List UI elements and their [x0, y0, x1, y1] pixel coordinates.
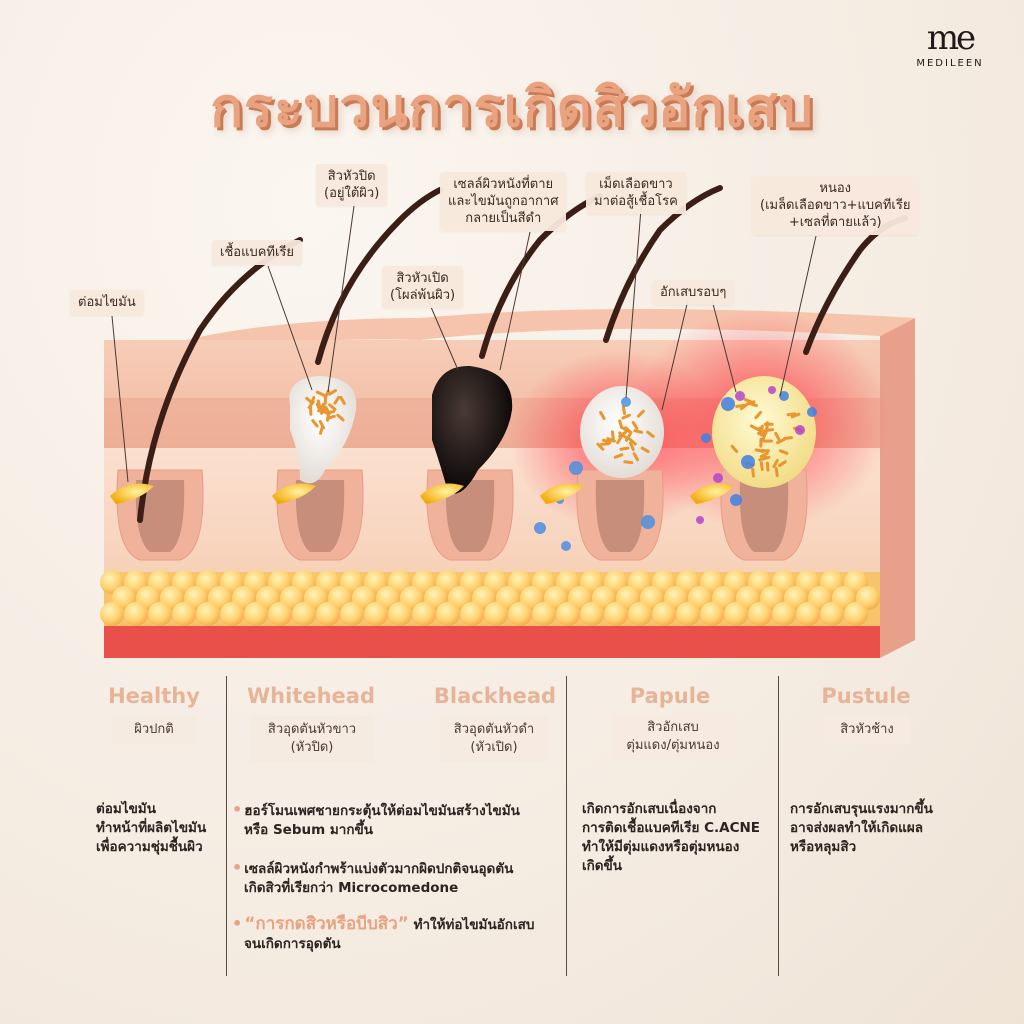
skin-block-side — [880, 318, 915, 658]
stage-healthy-title: Healthy — [94, 684, 214, 708]
fat-cell — [124, 602, 148, 626]
callout-pus: หนอง(เมล็ดเลือดขาว+แบคทีเรีย+เซลที่ตายแล… — [752, 176, 918, 235]
white-blood-cell — [561, 541, 571, 551]
white-blood-cell — [807, 407, 817, 417]
fat-cell — [748, 602, 772, 626]
callout-dead-cells: เซลล์ผิวหนังที่ตายและไขมันถูกอากาศกลายเป… — [440, 172, 566, 231]
fat-cell — [436, 602, 460, 626]
bullet-microcomedone: •เซลล์ผิวหนังกำพร้าแบ่งตัวมากผิดปกติจนอุ… — [232, 858, 562, 898]
divider-3 — [778, 676, 779, 976]
stage-papule-subtitle: สิวอักเสบตุ่มแดง/ตุ่มหนอง — [612, 714, 734, 760]
divider-2 — [566, 676, 567, 976]
callout-bacteria: เชื้อแบคทีเรีย — [212, 240, 302, 265]
skin-diagram — [0, 0, 1024, 680]
fat-cell — [148, 602, 172, 626]
white-blood-cell — [721, 397, 735, 411]
callout-sebaceous-gland: ต่อมไขมัน — [70, 290, 144, 315]
fat-cell — [484, 602, 508, 626]
stage-pustule-subtitle: สิวหัวช้าง — [824, 716, 910, 744]
fat-cell — [844, 602, 868, 626]
stage-blackhead-title: Blackhead — [420, 684, 570, 708]
fat-cell — [100, 602, 124, 626]
white-blood-cell — [730, 494, 742, 506]
fat-cell — [172, 602, 196, 626]
fat-cell — [412, 602, 436, 626]
white-blood-cell — [569, 461, 583, 475]
fat-cells — [100, 570, 880, 626]
white-blood-cell — [534, 522, 546, 534]
fat-cell — [628, 602, 652, 626]
white-blood-cell — [741, 455, 755, 469]
callout-open-comedone: สิวหัวเปิด(โผล่พ้นผิว) — [382, 266, 463, 308]
white-blood-cell — [795, 425, 805, 435]
white-blood-cell — [696, 516, 704, 524]
white-blood-cell — [713, 473, 723, 483]
fat-cell — [220, 602, 244, 626]
divider-1 — [226, 676, 227, 976]
fat-cell — [724, 602, 748, 626]
callout-white-blood-cells: เม็ดเลือดขาวมาต่อสู้เชื้อโรค — [586, 172, 686, 214]
callout-inflammation: อักเสบรอบๆ — [652, 280, 734, 305]
stage-pustule-title: Pustule — [796, 684, 936, 708]
stage-whitehead-subtitle: สิวอุดตันหัวขาว(หัวปิด) — [250, 716, 374, 762]
follicle-bulb-papule — [596, 480, 644, 552]
desc-papule: เกิดการอักเสบเนื่องจาก การติดเชื้อแบคทีเ… — [582, 800, 772, 876]
fat-cell — [652, 602, 676, 626]
stage-healthy-subtitle: ผิวปกติ — [112, 716, 196, 744]
bullet-dot-icon: • — [232, 858, 242, 877]
fat-cell — [460, 602, 484, 626]
fat-cell — [388, 602, 412, 626]
fat-cell — [676, 602, 700, 626]
fat-cell — [580, 602, 604, 626]
white-blood-cell — [735, 391, 745, 401]
bullet-dot-icon: • — [232, 800, 242, 819]
white-blood-cell — [701, 433, 711, 443]
fat-cell — [196, 602, 220, 626]
fat-cell — [820, 602, 844, 626]
fat-cell — [244, 602, 268, 626]
muscle-layer — [104, 626, 880, 658]
bacterium — [763, 439, 773, 442]
stage-blackhead-subtitle: สิวอุดตันหัวดำ(หัวเปิด) — [440, 716, 548, 762]
stage-papule-title: Papule — [600, 684, 740, 708]
bullet-dot-icon: • — [232, 914, 242, 933]
fat-cell — [796, 602, 820, 626]
fat-cell — [604, 602, 628, 626]
desc-pustule: การอักเสบรุนแรงมากขึ้น อาจส่งผลทำให้เกิด… — [790, 800, 990, 857]
white-blood-cell — [641, 515, 655, 529]
fat-cell — [316, 602, 340, 626]
bullet-hormone: •ฮอร์โมนเพศชายกระตุ้นให้ต่อมไขมันสร้างไข… — [232, 800, 562, 840]
fat-cell — [268, 602, 292, 626]
bacterium — [759, 438, 762, 448]
white-blood-cell — [621, 397, 631, 407]
follicle-bulb-pustule — [740, 480, 788, 552]
fat-cell — [556, 602, 580, 626]
desc-healthy: ต่อมไขมัน ทำหน้าที่ผลิตไขมัน เพื่อความชุ… — [96, 800, 226, 857]
stage-whitehead-title: Whitehead — [236, 684, 386, 708]
fat-cell — [700, 602, 724, 626]
fat-cell — [340, 602, 364, 626]
fat-cell — [364, 602, 388, 626]
fat-cell — [292, 602, 316, 626]
callout-closed-comedone: สิวหัวปิด(อยู่ใต้ผิว) — [316, 164, 387, 206]
fat-cell — [532, 602, 556, 626]
bullet-squeezing: •“การกดสิวหรือบีบสิว” ทำให้ท่อไขมันอักเส… — [232, 914, 562, 954]
fat-cell — [508, 602, 532, 626]
fat-cell — [772, 602, 796, 626]
white-blood-cell — [768, 386, 776, 394]
